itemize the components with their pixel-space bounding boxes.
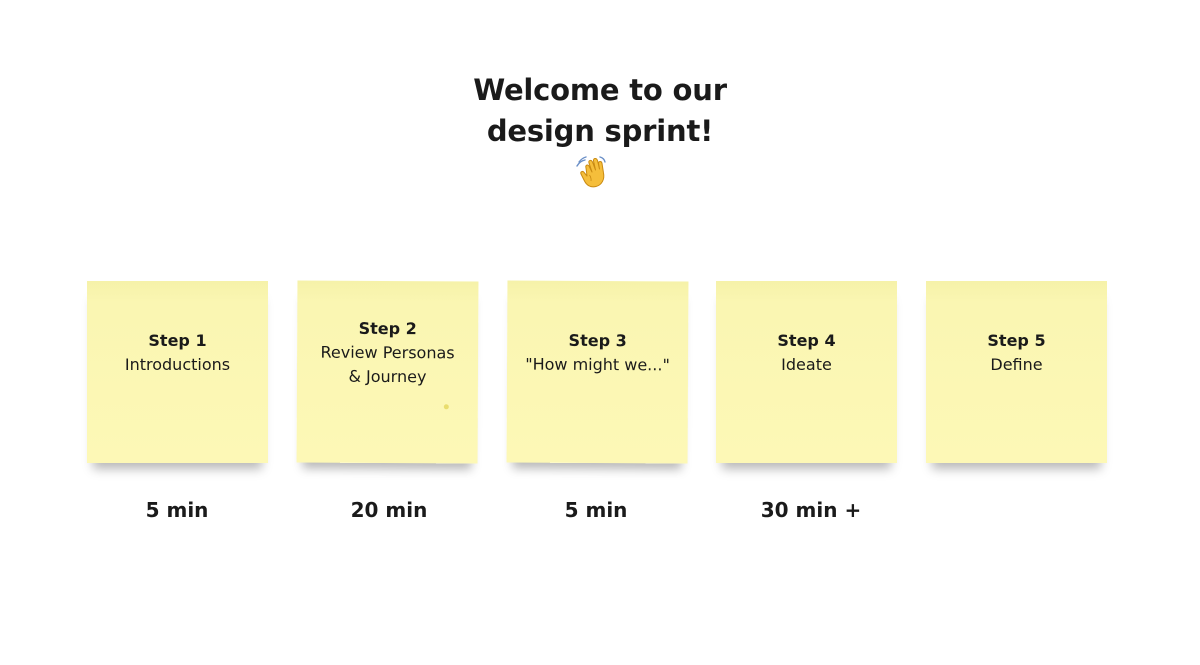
title-line-2: design sprint! xyxy=(486,114,714,148)
note-step-label: Step 3 xyxy=(568,330,627,351)
sticky-note-step-3[interactable]: Step 3 "How might we..." xyxy=(506,280,689,464)
sticky-note-step-2[interactable]: Step 2 Review Personas & Journey xyxy=(296,280,479,464)
waving-hand-icon xyxy=(576,156,606,188)
duration-label-step-4[interactable]: 30 min + xyxy=(760,498,862,522)
note-step-label: Step 2 xyxy=(358,318,417,339)
note-step-label: Step 4 xyxy=(777,331,836,350)
note-description: Define xyxy=(990,355,1043,374)
note-description: Introductions xyxy=(124,355,231,374)
note-description: Ideate xyxy=(781,355,832,374)
board-title: Welcome to our design sprint! xyxy=(0,70,1200,152)
duration-label-step-1[interactable]: 5 min xyxy=(145,498,209,522)
duration-label-step-3[interactable]: 5 min xyxy=(564,498,628,522)
title-line-1: Welcome to our xyxy=(473,73,727,107)
duration-label-step-2[interactable]: 20 min xyxy=(350,498,428,522)
sticky-note-step-4[interactable]: Step 4 Ideate xyxy=(716,281,897,463)
note-description: "How might we..." xyxy=(525,354,670,375)
sticky-note-step-5[interactable]: Step 5 Define xyxy=(926,281,1107,463)
sticky-note-step-1[interactable]: Step 1 Introductions xyxy=(87,281,268,463)
note-step-label: Step 5 xyxy=(987,331,1046,350)
ink-dot xyxy=(443,404,449,410)
note-step-label: Step 1 xyxy=(148,331,207,350)
note-description: Review Personas & Journey xyxy=(320,342,455,387)
